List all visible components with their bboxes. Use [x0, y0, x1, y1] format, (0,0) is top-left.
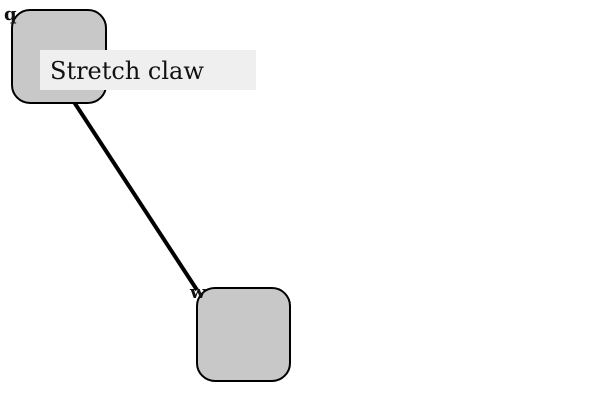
edge-label: Stretch claw — [40, 50, 256, 90]
edge-label-background — [40, 50, 256, 90]
edge-label-text: Stretch claw — [50, 57, 204, 85]
edge-q-to-w — [72, 100, 199, 292]
node-q-letter: q — [4, 4, 17, 25]
node-w-box[interactable] — [196, 287, 291, 382]
node-w-letter: w — [189, 282, 206, 303]
